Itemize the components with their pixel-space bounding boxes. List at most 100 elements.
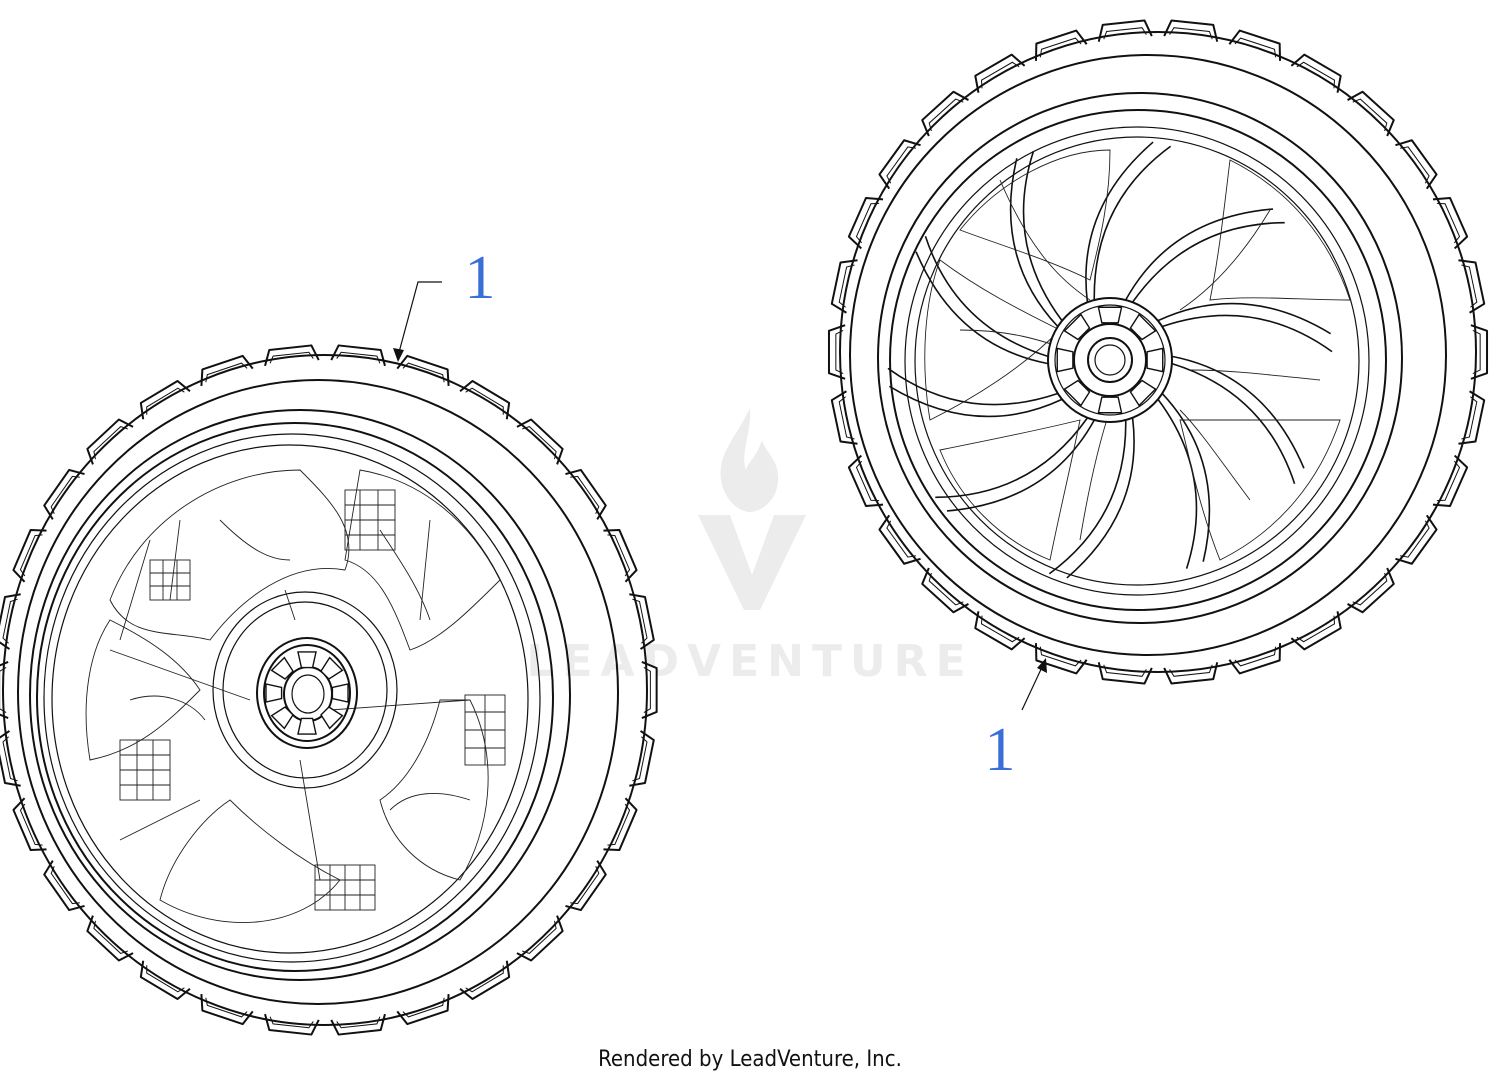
tread-lug-detail: [1296, 61, 1336, 89]
hub-tooth: [1063, 379, 1091, 407]
tread-lug: [0, 661, 9, 719]
tread-lug: [830, 390, 858, 445]
leader-arrow: [1037, 658, 1047, 673]
hub-tooth: [297, 651, 317, 669]
hub-tooth: [297, 717, 317, 735]
tread-lug: [1097, 662, 1153, 685]
callout-right: 1: [985, 658, 1047, 784]
tread-lug: [1097, 19, 1153, 42]
tread-lug: [1228, 29, 1282, 61]
hub-tooth: [1097, 396, 1123, 414]
tread-lug-detail: [886, 146, 916, 184]
tread-lug-detail: [980, 61, 1020, 89]
tread-lug: [330, 344, 386, 367]
spoke-edge: [1161, 392, 1211, 562]
wheel-spokes: [887, 141, 1333, 579]
tread-lug-detail: [980, 615, 1020, 643]
spoke-edge: [1131, 221, 1285, 303]
tread-lug-detail: [835, 329, 844, 375]
tread-lug-detail: [1472, 329, 1481, 375]
tread-lug-detail: [1296, 615, 1336, 643]
tread-lug: [1163, 19, 1219, 42]
tread-lug-detail: [1234, 37, 1277, 58]
spoke-edge: [1171, 355, 1305, 469]
tread-lug: [629, 730, 655, 787]
part-number-label: 1: [985, 716, 1016, 784]
tread-lug-detail: [838, 264, 855, 308]
tread-lug-detail: [928, 98, 964, 132]
hub-tooth: [265, 683, 283, 703]
hub-teeth: [1056, 306, 1164, 414]
tread-lug-detail: [928, 572, 964, 606]
wheel-right: [827, 19, 1489, 685]
tread-lug: [641, 661, 658, 719]
callout-left: 1: [393, 244, 496, 362]
spoke-edge: [924, 236, 1049, 358]
footer-credit: Rendered by LeadVenture, Inc.: [598, 1047, 902, 1072]
hub-tooth: [320, 656, 344, 680]
wheel-left: [0, 344, 658, 1036]
tread-lug-detail: [1352, 572, 1388, 606]
tread-lug-detail: [1400, 520, 1430, 558]
spoke-edge: [887, 367, 1058, 406]
hub-tooth: [1146, 347, 1164, 373]
watermark: LEADVENTURE: [526, 408, 973, 687]
leader-arrow: [393, 348, 404, 362]
tread-lug-detail: [1400, 146, 1430, 184]
hub-tooth: [1056, 347, 1074, 373]
tread-lug: [330, 1013, 386, 1036]
flame-icon: [720, 408, 779, 512]
spoke-edge: [946, 419, 1095, 512]
leader-line: [1021, 664, 1044, 711]
spoke-edge: [888, 385, 1063, 418]
spoke-edge: [1066, 417, 1135, 579]
tread-lug-detail: [1169, 664, 1213, 677]
spoke-edge: [1125, 208, 1274, 301]
tread-lug-detail: [1103, 27, 1147, 40]
tread-lug: [1163, 662, 1219, 685]
tread-lug: [629, 593, 655, 650]
tread-lug-detail: [1039, 37, 1082, 58]
tread-lug: [1458, 259, 1486, 314]
tread-lug: [830, 259, 858, 314]
tread-lug-detail: [838, 396, 855, 440]
hub-tooth: [1129, 379, 1157, 407]
tread-lug-detail: [886, 520, 916, 558]
spoke-edge: [915, 251, 1049, 365]
hub-tooth: [1097, 306, 1123, 324]
spoke-edge: [1085, 141, 1154, 303]
v-logo-icon: [698, 515, 806, 610]
watermark-text: LEADVENTURE: [526, 636, 973, 687]
tread-lug-detail: [1436, 460, 1461, 502]
tread-lug-detail: [1352, 98, 1388, 132]
tread-lug: [264, 344, 320, 367]
spoke-edge: [1157, 398, 1198, 569]
spoke-edge: [1157, 302, 1332, 335]
spoke-edge: [1093, 145, 1172, 300]
tread-lug-detail: [1234, 646, 1277, 667]
spoke-edge: [1048, 420, 1127, 575]
tread-lug-detail: [855, 202, 880, 244]
hub-tooth: [270, 656, 294, 680]
tread-lug-detail: [1169, 27, 1213, 40]
spoke-edge: [1009, 158, 1059, 328]
hub-tooth: [270, 706, 294, 730]
spoke-edge: [935, 417, 1089, 499]
tread-lug-detail: [1461, 396, 1478, 440]
hub-tooth: [320, 706, 344, 730]
tread-lug-detail: [855, 460, 880, 502]
tread-lug: [264, 1013, 320, 1036]
tread-lug-detail: [1103, 664, 1147, 677]
tread-lug: [1458, 390, 1486, 445]
tread-lug: [1034, 29, 1088, 61]
spoke-edge: [1162, 314, 1333, 353]
hub-teeth: [265, 651, 349, 735]
leader-line: [397, 281, 442, 357]
tread-lug-detail: [1039, 646, 1082, 667]
hub-tooth: [1129, 313, 1157, 341]
part-number-label: 1: [465, 244, 496, 312]
tread-lug: [1228, 643, 1282, 675]
spoke-edge: [1171, 362, 1296, 484]
hub-tooth: [1063, 313, 1091, 341]
